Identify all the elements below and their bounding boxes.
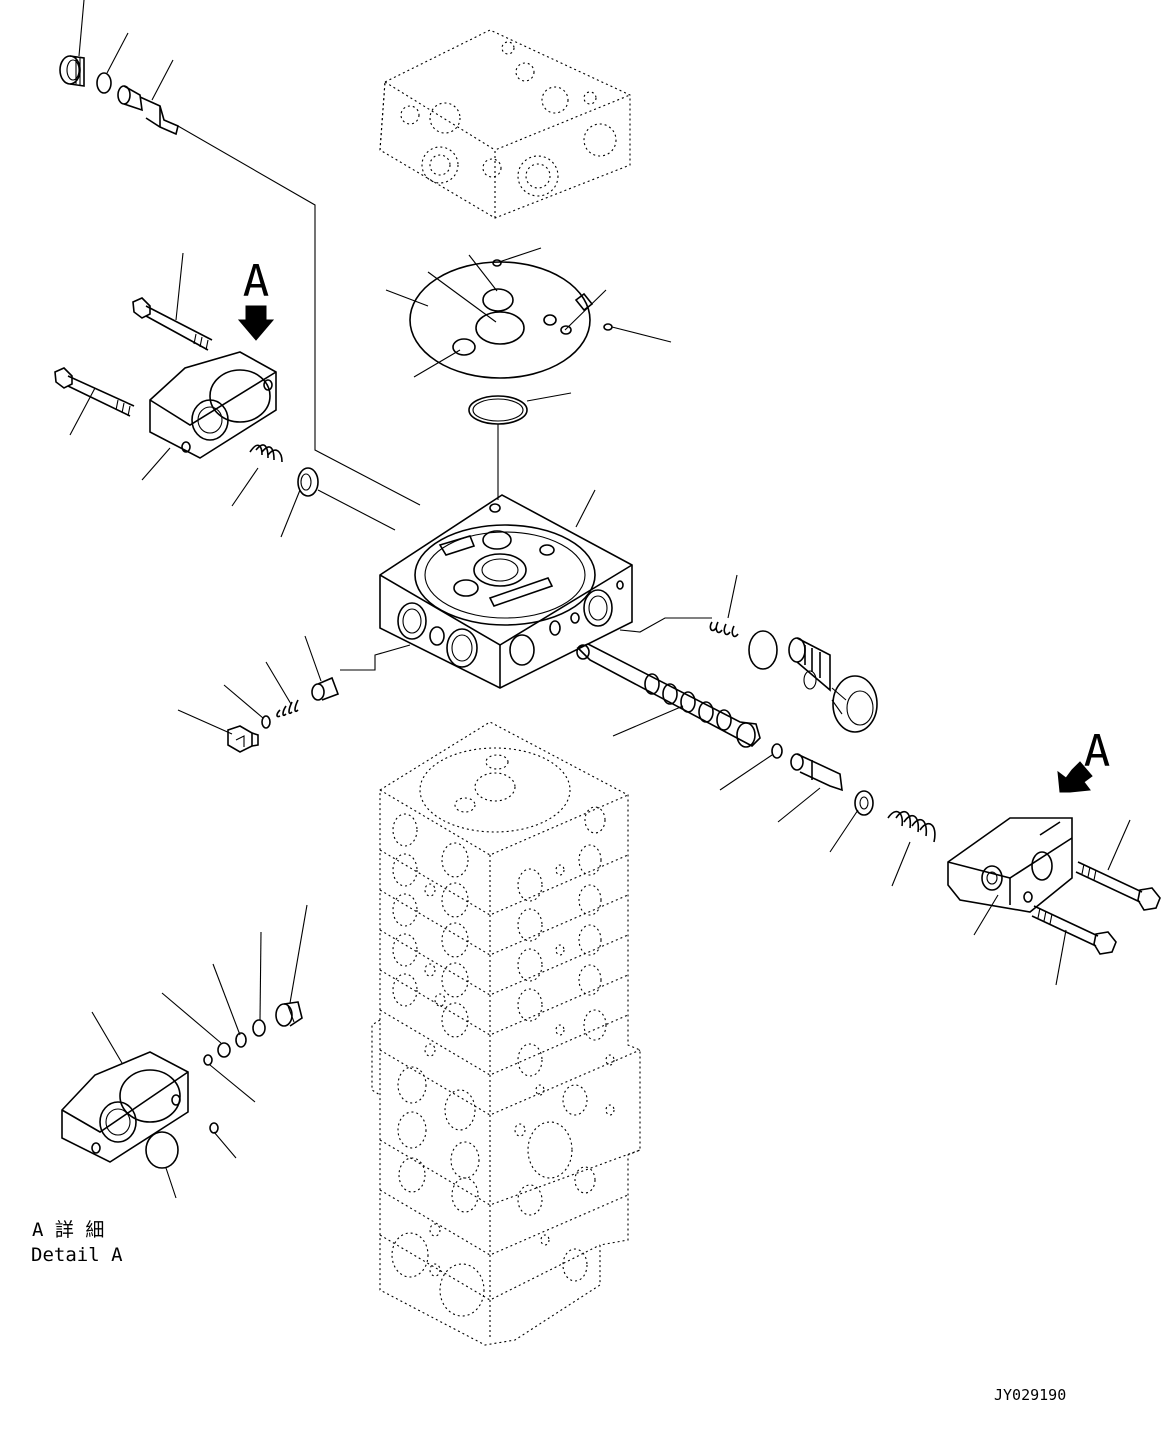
valve-stack [371, 721, 641, 1346]
detail-title-jp: A 詳 細 [32, 1219, 104, 1241]
bolt-upper-right [1075, 861, 1161, 911]
relief-valve-cartridge [788, 637, 878, 733]
bolt-lower-right [1031, 905, 1117, 955]
left-spacer [311, 676, 340, 701]
view-arrow-right-label: A [1084, 726, 1111, 777]
top-valve-section [379, 29, 631, 219]
view-arrow-top: A [237, 256, 275, 341]
spool-o-ring [771, 743, 783, 759]
right-seat [854, 790, 874, 816]
top-o-ring [96, 72, 112, 94]
right-small-spring [709, 621, 739, 638]
large-o-ring [468, 395, 528, 425]
left-spring [249, 444, 283, 463]
right-spring [887, 810, 936, 843]
right-stopper [790, 753, 843, 792]
view-arrow-top-label: A [243, 256, 270, 307]
top-piston [117, 85, 179, 136]
main-valve-section [379, 494, 633, 689]
left-cover [149, 351, 277, 459]
top-plug [59, 55, 85, 87]
drawing-number: JY029190 [994, 1386, 1066, 1404]
gasket-plate [409, 259, 613, 379]
connector-lines [177, 125, 712, 671]
bolt-upper-left [132, 297, 213, 351]
left-retainer [297, 467, 319, 497]
left-small-o-ring [261, 715, 271, 729]
detail-title-en: Detail A [31, 1244, 123, 1266]
view-arrow-right: A [1057, 726, 1111, 793]
left-plug [227, 725, 259, 753]
detail-a-cover [61, 1051, 189, 1163]
right-o-ring [748, 630, 778, 670]
bolt-lower-left [54, 367, 135, 417]
right-cover [947, 817, 1073, 913]
leader-lines [69, 0, 1131, 1199]
detail-a-small-parts [203, 1001, 303, 1134]
detail-a-o-ring [145, 1131, 179, 1169]
left-small-spring [276, 699, 299, 718]
spool [576, 643, 761, 748]
